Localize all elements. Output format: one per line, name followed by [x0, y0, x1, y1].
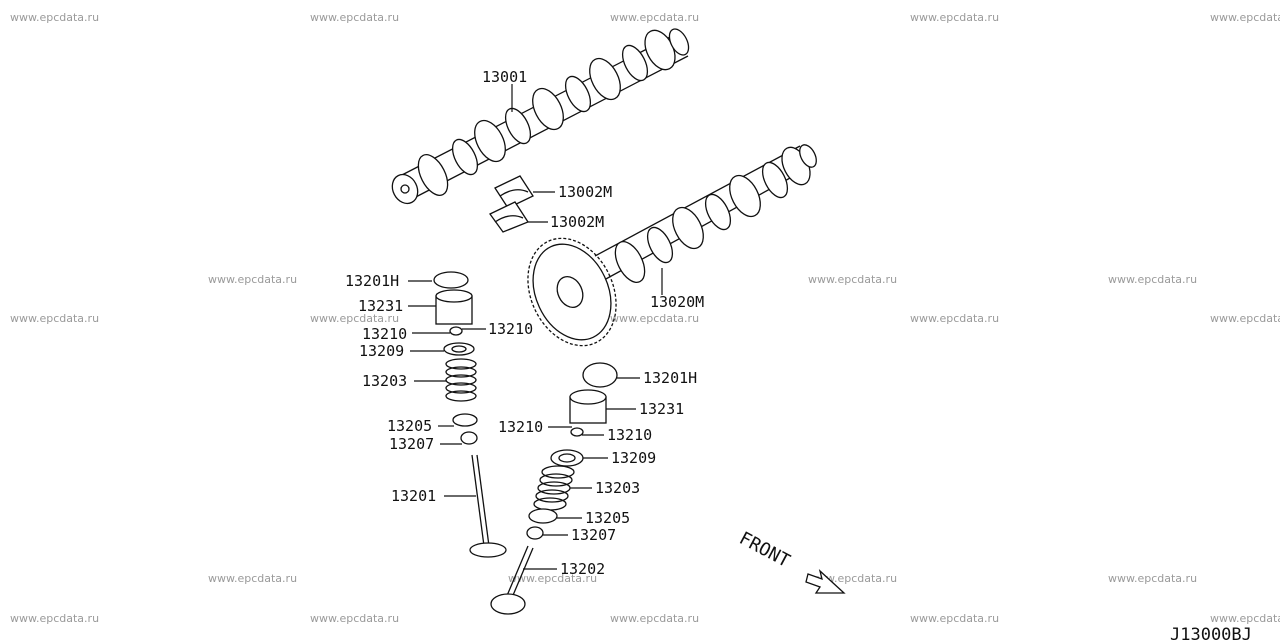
- part-label-13210-right-b[interactable]: 13210: [607, 426, 652, 444]
- watermark: www.epcdata.ru: [910, 11, 999, 24]
- watermark: www.epcdata.ru: [208, 273, 297, 286]
- watermark: www.epcdata.ru: [310, 312, 399, 325]
- watermark: www.epcdata.ru: [610, 11, 699, 24]
- camshaft-bracket-upper: [494, 175, 534, 209]
- watermark: www.epcdata.ru: [508, 572, 597, 585]
- camshaft-intake: [527, 144, 817, 347]
- diagram-reference-code: J13000BJ: [1170, 625, 1252, 640]
- part-label-13201[interactable]: 13201: [391, 487, 436, 505]
- valve-stack-left: [433, 271, 507, 558]
- part-label-13002m-upper[interactable]: 13002M: [558, 183, 612, 201]
- watermark: www.epcdata.ru: [208, 572, 297, 585]
- watermark: www.epcdata.ru: [1108, 572, 1197, 585]
- part-label-13209-right[interactable]: 13209: [611, 449, 656, 467]
- part-label-13205-right[interactable]: 13205: [585, 509, 630, 527]
- watermark: www.epcdata.ru: [10, 612, 99, 625]
- part-label-13207-left[interactable]: 13207: [389, 435, 434, 453]
- part-label-13001[interactable]: 13001: [482, 68, 527, 86]
- watermark: www.epcdata.ru: [10, 11, 99, 24]
- watermark: www.epcdata.ru: [10, 312, 99, 325]
- camshaft-bracket-lower: [489, 201, 529, 233]
- watermark: www.epcdata.ru: [310, 612, 399, 625]
- valve-stack-right: [490, 362, 618, 615]
- watermark: www.epcdata.ru: [310, 11, 399, 24]
- front-arrow-icon: [805, 569, 846, 594]
- part-label-13002m-lower[interactable]: 13002M: [550, 213, 604, 231]
- part-label-13201h-left[interactable]: 13201H: [345, 272, 399, 290]
- watermark: www.epcdata.ru: [1210, 11, 1280, 24]
- watermark: www.epcdata.ru: [910, 612, 999, 625]
- part-label-13201h-right[interactable]: 13201H: [643, 369, 697, 387]
- part-label-13202[interactable]: 13202: [560, 560, 605, 578]
- watermark: www.epcdata.ru: [910, 312, 999, 325]
- part-label-13203-left[interactable]: 13203: [362, 372, 407, 390]
- watermark: www.epcdata.ru: [610, 312, 699, 325]
- part-label-13207-right[interactable]: 13207: [571, 526, 616, 544]
- part-label-13210-left-b[interactable]: 13210: [488, 320, 533, 338]
- camshaft-exhaust: [391, 28, 690, 205]
- front-label: FRONT: [736, 528, 794, 572]
- watermark: www.epcdata.ru: [808, 273, 897, 286]
- part-label-13203-right[interactable]: 13203: [595, 479, 640, 497]
- part-label-13209-left[interactable]: 13209: [359, 342, 404, 360]
- part-label-13231-left[interactable]: 13231: [358, 297, 403, 315]
- watermark: www.epcdata.ru: [610, 612, 699, 625]
- watermark: www.epcdata.ru: [1210, 612, 1280, 625]
- part-label-13020m[interactable]: 13020M: [650, 293, 704, 311]
- part-label-13210-right-a[interactable]: 13210: [498, 418, 543, 436]
- watermark: www.epcdata.ru: [1108, 273, 1197, 286]
- part-label-13210-left-a[interactable]: 13210: [362, 325, 407, 343]
- watermarks: www.epcdata.ru www.epcdata.ru www.epcdat…: [10, 11, 1280, 625]
- part-label-13231-right[interactable]: 13231: [639, 400, 684, 418]
- watermark: www.epcdata.ru: [1210, 312, 1280, 325]
- part-label-13205-left[interactable]: 13205: [387, 417, 432, 435]
